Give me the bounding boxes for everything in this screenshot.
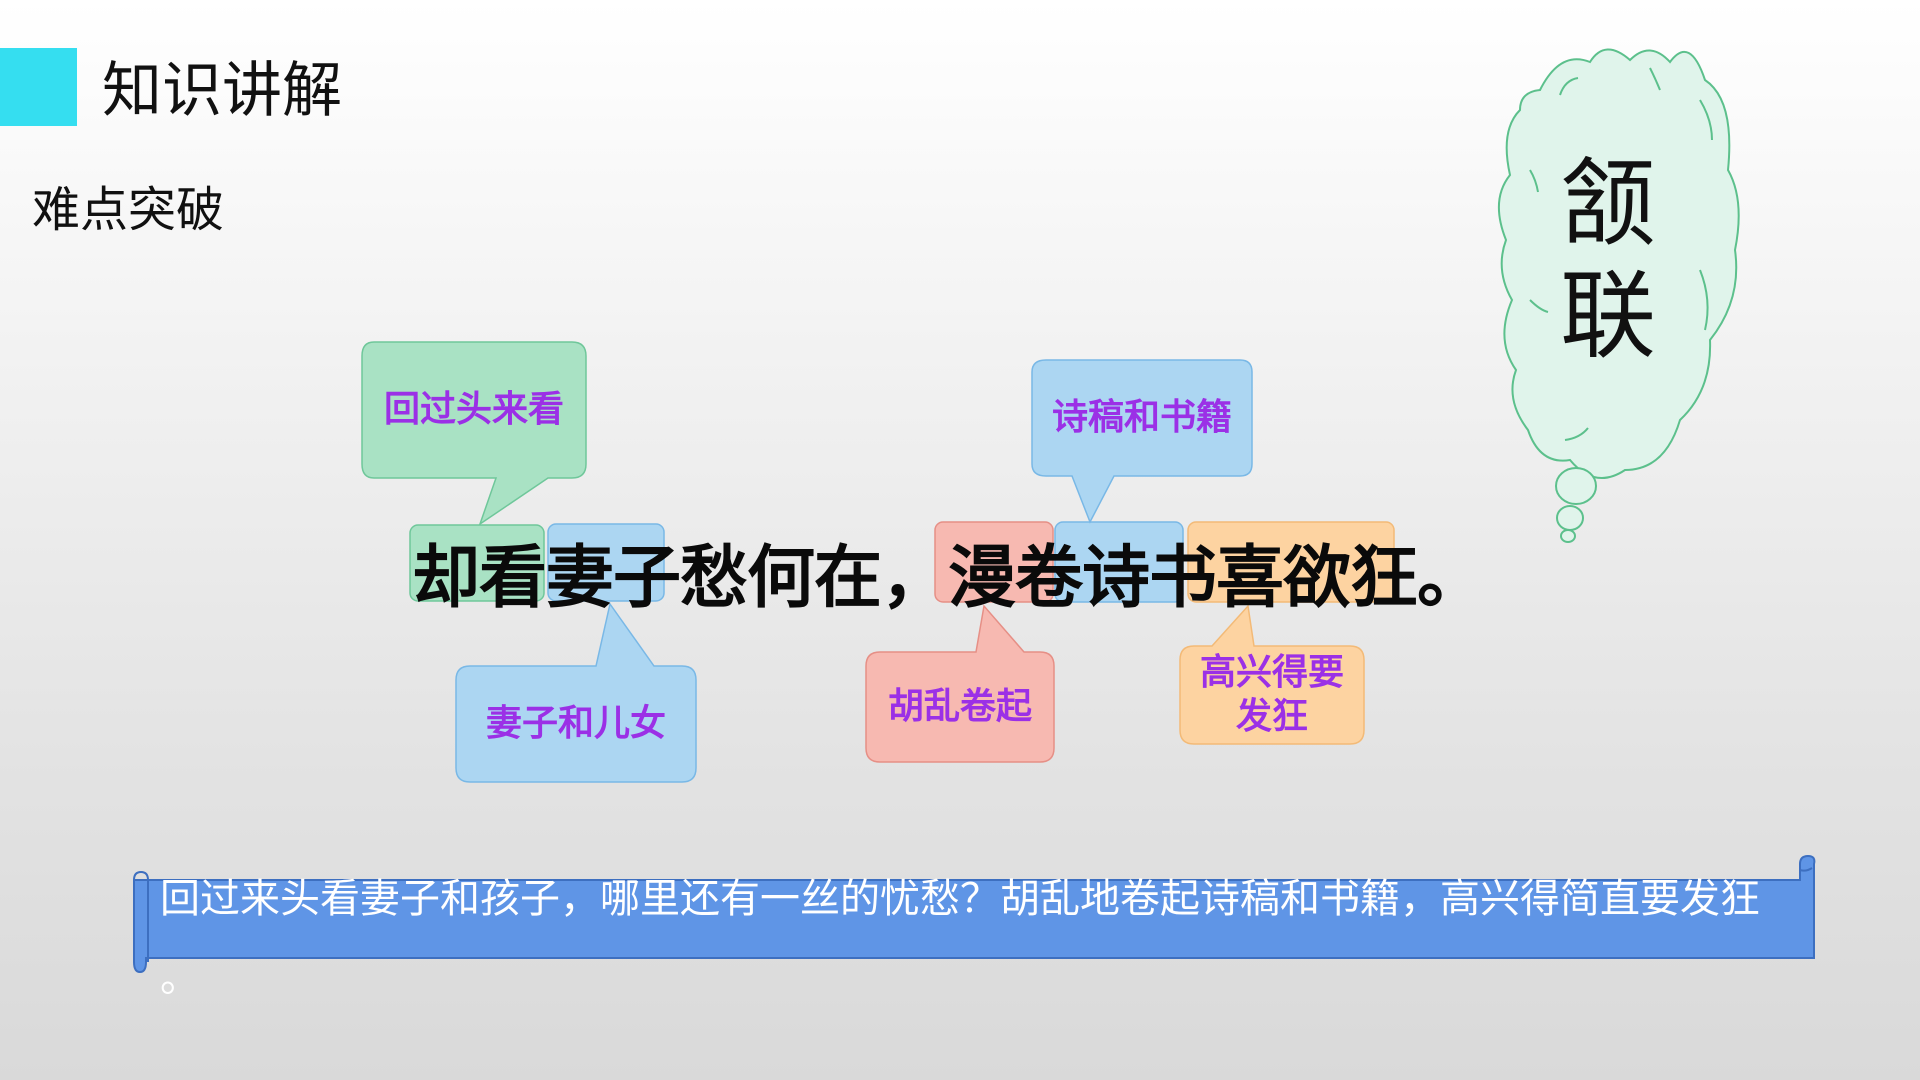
- translation-text: 回过来头看妻子和孩子，哪里还有一丝的忧愁？胡乱地卷起诗稿和书籍，高兴得简直要发狂: [160, 876, 1760, 922]
- cloud-bubble-small: [1560, 529, 1576, 543]
- callout-qizi-text: 妻子和儿女: [485, 703, 666, 744]
- callout-xiyukuang-text: 高兴得要发狂: [1199, 652, 1344, 737]
- callout-shishu-bubble: [1031, 359, 1253, 524]
- highlight-qizi: [547, 523, 665, 602]
- callout-xiyukuang-bubble: [1179, 604, 1365, 745]
- cloud-bubble-large: [1555, 467, 1597, 505]
- callout-quekan-text: 回过头来看: [383, 389, 564, 430]
- callout-qizi-bubble: [455, 602, 697, 783]
- section-title: 知识讲解: [102, 56, 342, 126]
- subheading: 难点突破: [32, 182, 225, 238]
- callout-quekan-bubble: [361, 341, 587, 526]
- accent-bar: [0, 48, 77, 126]
- translation-end-mark: 。: [160, 955, 200, 1001]
- highlight-manjuan: [934, 521, 1054, 603]
- callout-manjuan-bubble: [865, 604, 1055, 763]
- highlight-shishu: [1054, 521, 1184, 603]
- callout-shishu-text: 诗稿和书籍: [1051, 397, 1232, 438]
- poem-line: 却看妻子愁何在，漫卷诗书喜欲狂。: [412, 539, 1485, 618]
- cloud-shape: [1497, 48, 1740, 479]
- highlight-xiyukuang: [1187, 521, 1395, 603]
- cloud-label: 颔联: [1560, 148, 1656, 372]
- callout-manjuan-text: 胡乱卷起: [887, 686, 1032, 727]
- highlight-quekan: [409, 524, 545, 602]
